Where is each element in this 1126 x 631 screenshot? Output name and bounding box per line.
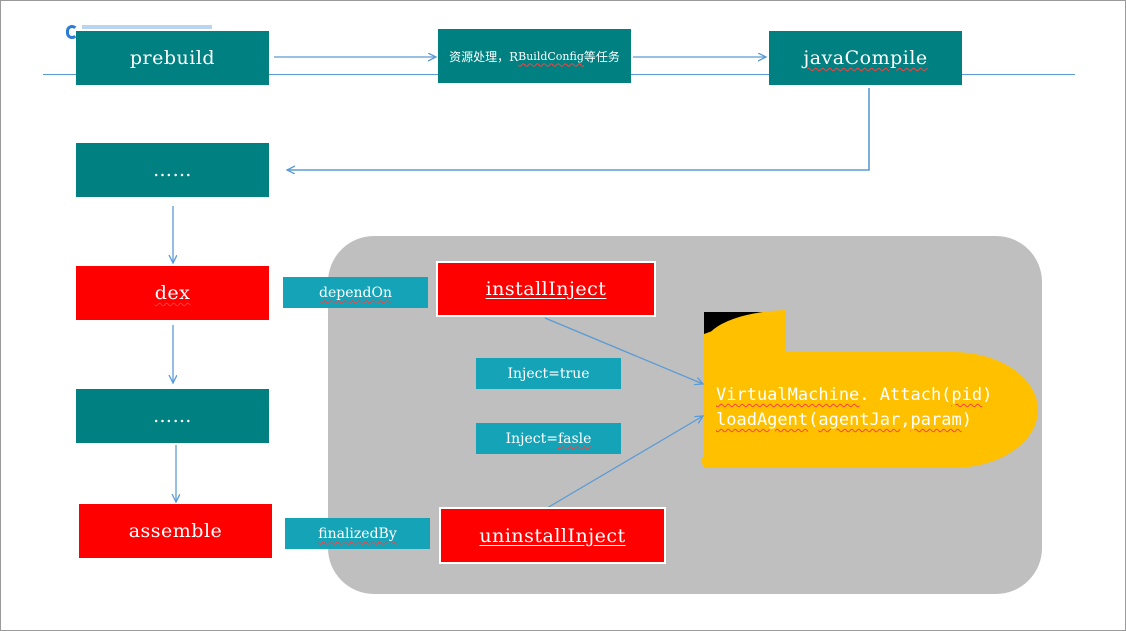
node-ellipsis-top: ……: [76, 143, 269, 197]
node-install-inject-label: installInject: [485, 278, 607, 300]
label-inject-false-prefix: Inject=: [505, 430, 558, 447]
scroll-shape: [701, 310, 1038, 468]
vm-agent-jar: agentJar: [818, 410, 901, 430]
vm-attach-close: ): [982, 385, 993, 405]
vm-pid: pid: [951, 385, 983, 405]
node-resource-buildconfig: BuildConfig: [518, 49, 584, 63]
vm-code: VirtualMachine. Attach(pid) loadAgent(ag…: [716, 383, 1026, 433]
node-assemble-label: assemble: [128, 520, 223, 542]
node-java-compile-label: javaCompile: [803, 47, 928, 69]
logo: [66, 25, 216, 39]
node-uninstall-inject: uninstallInject: [439, 507, 666, 564]
logo-mark-icon: [66, 25, 78, 39]
vm-virtual-machine: VirtualMachine: [716, 385, 860, 405]
node-java-compile: javaCompile: [769, 31, 962, 85]
node-uninstall-inject-label: uninstallInject: [479, 524, 626, 547]
node-dex-label: dex: [154, 282, 191, 304]
label-finalized-by-text: finalizedBy: [318, 525, 397, 542]
label-inject-true: Inject=true: [476, 358, 621, 389]
node-prebuild: prebuild: [76, 31, 269, 85]
label-inject-false: Inject=fasle: [476, 423, 621, 454]
label-depend-on: dependOn: [283, 277, 428, 308]
label-finalized-by: finalizedBy: [285, 518, 430, 549]
arrow-javacompile-to-ellipsis: [287, 88, 870, 170]
node-prebuild-label: prebuild: [129, 47, 216, 69]
node-dex: dex: [76, 266, 269, 320]
node-ellipsis-mid-label: ……: [153, 405, 192, 427]
label-depend-on-text: dependOn: [319, 284, 392, 301]
label-inject-true-text: Inject=true: [507, 365, 590, 382]
label-inject-false-value: fasle: [557, 430, 592, 447]
node-resource-prefix: 资源处理，R: [449, 49, 519, 64]
arrow-uninstall-to-vm: [546, 416, 703, 509]
vm-param: param: [910, 410, 962, 430]
node-ellipsis-top-label: ……: [153, 159, 192, 181]
vm-comma: ,: [900, 410, 911, 430]
node-assemble: assemble: [79, 504, 272, 558]
vm-attach: . Attach(: [859, 385, 952, 405]
vm-line-load-agent: loadAgent(agentJar,param): [716, 408, 1026, 433]
node-resource-suffix: 等任务: [583, 49, 620, 64]
vm-line-attach: VirtualMachine. Attach(pid): [716, 383, 1026, 408]
vm-load-agent: loadAgent: [716, 410, 809, 430]
node-ellipsis-mid: ……: [76, 389, 269, 443]
logo-text-faded: [82, 25, 212, 35]
arrow-install-to-vm: [544, 317, 703, 384]
vm-load-agent-open: (: [808, 410, 819, 430]
vm-load-agent-close: ): [961, 410, 972, 430]
node-install-inject: installInject: [436, 261, 656, 317]
